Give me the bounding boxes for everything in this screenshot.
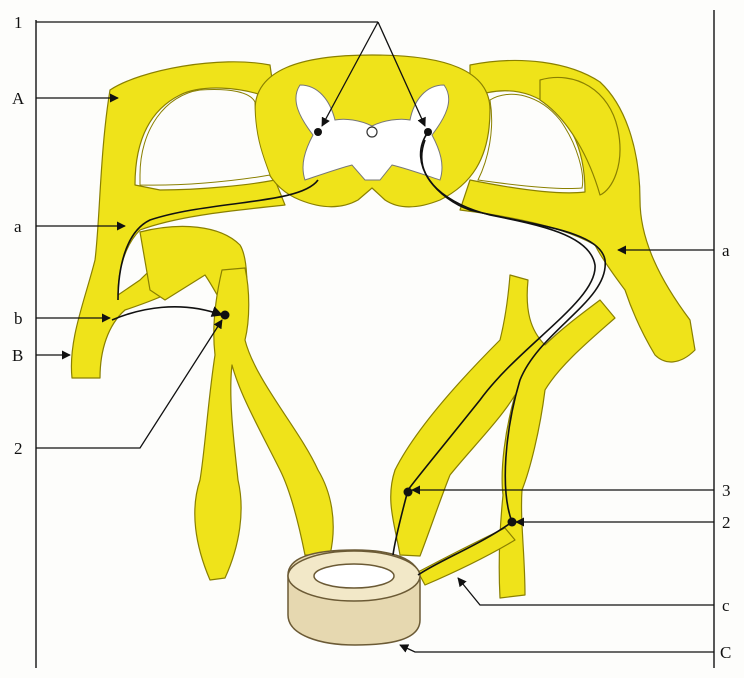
right-ganglion-synapse-2 [508, 518, 517, 527]
right-ganglion-synapse-3 [404, 488, 413, 497]
leader-c [458, 578, 714, 605]
label-a-left: a [14, 217, 22, 236]
label-c: c [722, 596, 730, 615]
leader-C [400, 645, 714, 652]
label-b: b [14, 309, 23, 328]
left-horn-neuron [314, 128, 322, 136]
label-A: A [12, 89, 25, 108]
right-horn-neuron [424, 128, 432, 136]
label-1: 1 [14, 13, 23, 32]
right-descending-nerve [391, 275, 615, 598]
label-B: B [12, 346, 23, 365]
label-2-left: 2 [14, 439, 23, 458]
leader-2-left [36, 320, 222, 448]
vertebral-body [288, 550, 420, 645]
central-canal [367, 127, 377, 137]
label-2-right: 2 [722, 513, 731, 532]
left-ganglion-synapse [221, 311, 230, 320]
label-a-right: a [722, 241, 730, 260]
label-C: C [720, 643, 731, 662]
label-3: 3 [722, 481, 731, 500]
left-ganglion-column [195, 268, 333, 580]
